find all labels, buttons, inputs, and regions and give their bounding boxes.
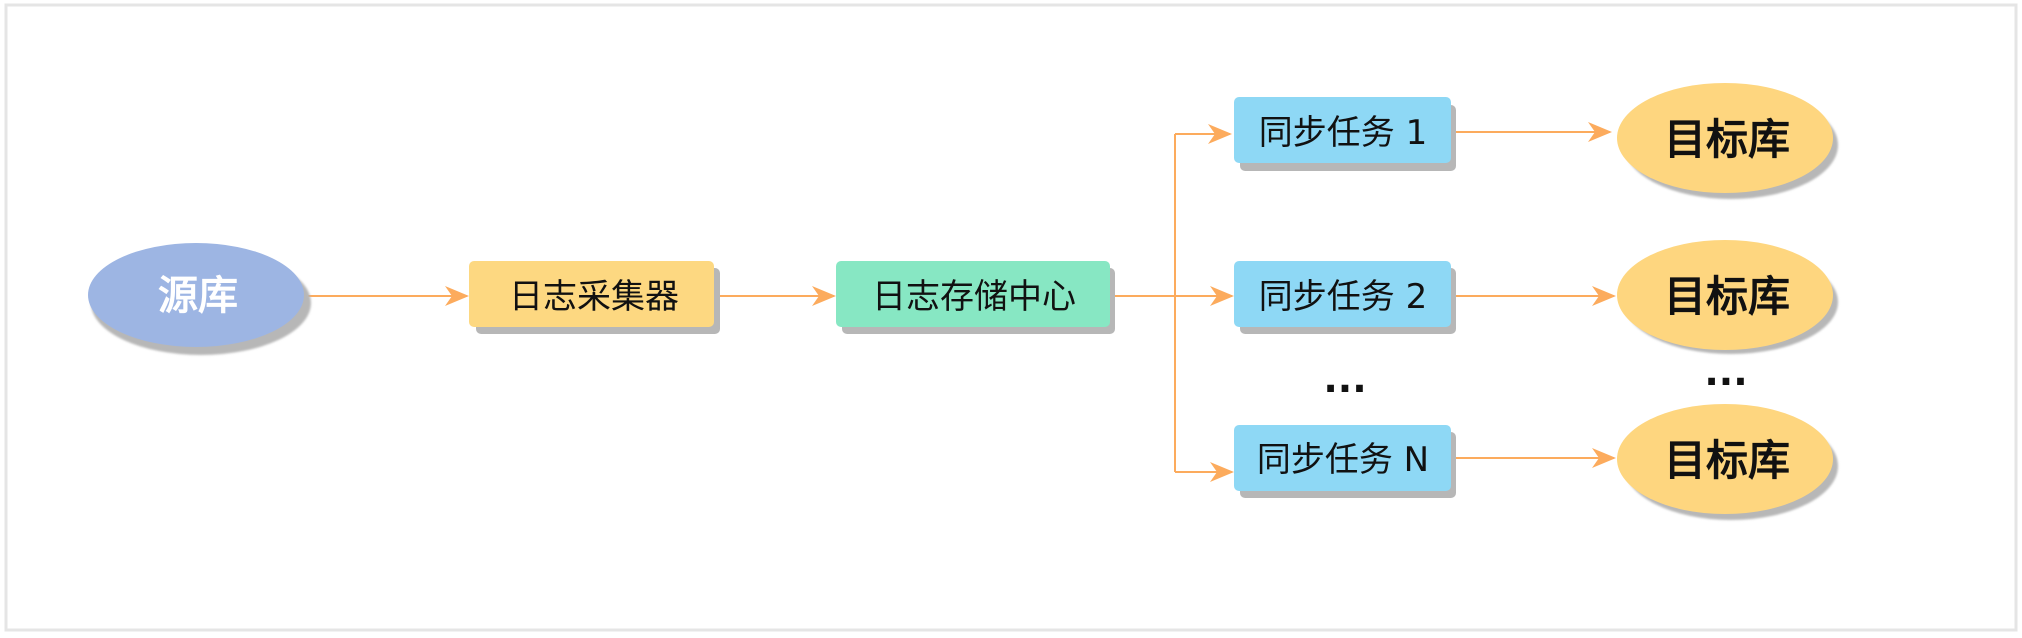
target-node-shape — [1617, 404, 1833, 514]
collector-node: 日志采集器 — [469, 261, 720, 334]
source-node-label: 源库 — [158, 273, 238, 319]
task-node-shape — [1234, 97, 1451, 163]
task-node-label: 同步任务 1 — [1259, 113, 1427, 153]
task-node-shape — [1234, 425, 1451, 491]
task-node-label: 同步任务 N — [1257, 440, 1429, 480]
target-node-n: 目标库 — [1617, 404, 1838, 520]
collector-node-shape — [469, 261, 714, 327]
task-node-shape — [1234, 261, 1451, 327]
connectors — [308, 122, 1616, 482]
source-node-shape — [88, 243, 304, 347]
target-ellipsis: ... — [1704, 350, 1747, 394]
collector-node-label: 日志采集器 — [509, 277, 679, 317]
target-node-1: 目标库 — [1617, 83, 1838, 199]
target-node-shape — [1617, 83, 1833, 193]
target-node-label: 目标库 — [1664, 272, 1790, 321]
target-node-label: 目标库 — [1664, 115, 1790, 164]
frame-border — [4, 3, 2018, 632]
storage-node: 日志存储中心 — [836, 261, 1115, 334]
task-ellipsis: ... — [1323, 357, 1366, 401]
task-node-n: 同步任务 N — [1234, 425, 1456, 498]
target-node-shape — [1617, 240, 1833, 350]
task-node-2: 同步任务 2 — [1234, 261, 1456, 334]
branch-trunk — [1111, 134, 1176, 472]
target-node-2: 目标库 — [1617, 240, 1838, 354]
storage-node-label: 日志存储中心 — [872, 277, 1076, 317]
source-node: 源库 — [88, 243, 311, 355]
task-node-label: 同步任务 2 — [1259, 277, 1427, 317]
storage-node-shape — [836, 261, 1110, 327]
task-node-1: 同步任务 1 — [1234, 97, 1456, 171]
target-node-label: 目标库 — [1664, 436, 1790, 485]
